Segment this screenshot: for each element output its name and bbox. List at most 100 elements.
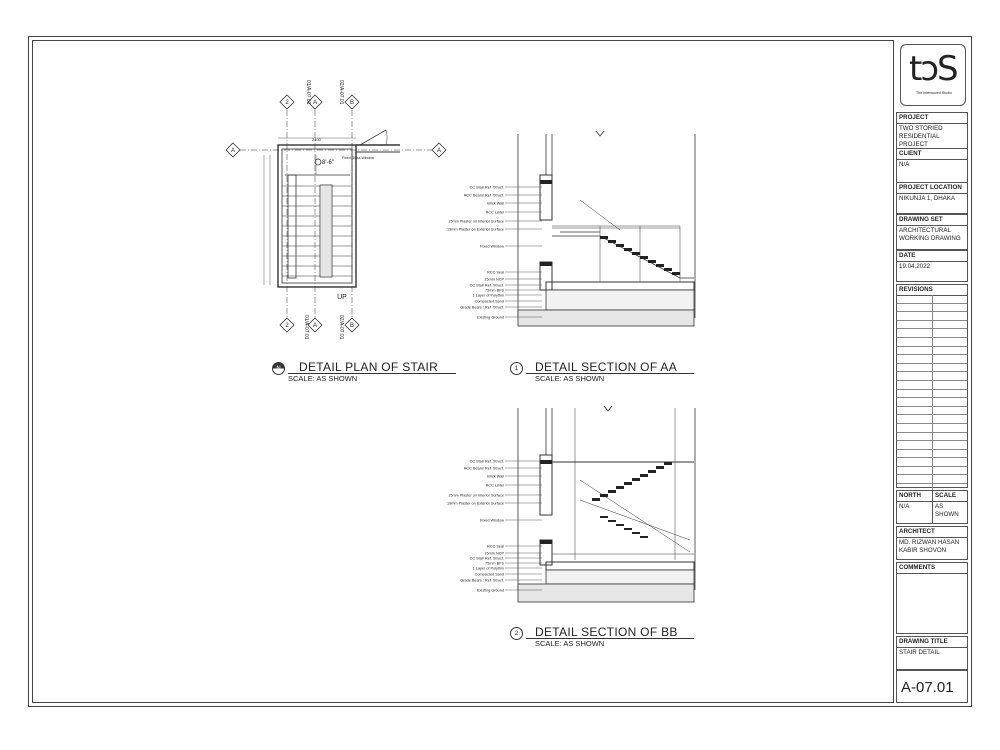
revision-row — [897, 346, 967, 356]
ref-bottom-1: 01/A-07.01 — [303, 315, 309, 340]
revision-row — [897, 329, 967, 338]
section-note: CC Stair Ref. Struct. — [470, 459, 504, 463]
comments-label: COMMENTS — [897, 563, 967, 574]
level-mark: 8'-6" — [322, 160, 334, 166]
revisions-box: REVISIONS — [896, 284, 968, 510]
stair-plan — [240, 110, 432, 318]
logo-mark: tↄS — [909, 49, 959, 89]
section-note: RCC Seal — [487, 270, 504, 274]
revision-row — [897, 458, 967, 467]
project-value: TWO STORIED RESIDENTIAL PROJECT — [899, 125, 943, 148]
grid-a-top: A — [313, 100, 317, 106]
revision-row — [897, 398, 967, 407]
revision-row — [897, 389, 967, 399]
drawing-area-border — [32, 40, 894, 703]
section-note: Grade Beam / Ref. Struct. — [460, 578, 504, 582]
section-note: 75mm BFS — [485, 561, 504, 565]
section-note: 19mm Plaster on Exterior Surface — [447, 501, 504, 505]
ref-top-1: 01/A-07.01 — [305, 80, 311, 105]
north-value: N/A — [899, 503, 910, 510]
grid-a-right: A — [437, 148, 441, 154]
section-bb-scale: SCALE: AS SHOWN — [535, 639, 605, 648]
section-note: CC Stair Ref. Struct. — [470, 185, 504, 189]
section-aa-treads — [540, 180, 680, 275]
grid-2-top: 2 — [285, 100, 289, 106]
title-block: PROJECT TWO STORIED RESIDENTIAL PROJECT … — [896, 40, 970, 703]
client-box: CLIENT N/A — [896, 148, 968, 184]
architect-value: MD. RIZWAN HASAN KABIR SHOVON — [899, 539, 960, 554]
location-box: PROJECT LOCATION NIKUNJA 1, DHAKA — [896, 182, 968, 214]
project-label: PROJECT — [897, 113, 967, 124]
revision-row — [897, 320, 967, 330]
grid-2-bottom: 2 — [285, 323, 289, 329]
sheet-border-outer — [28, 36, 972, 707]
grid-a-bottom: A — [313, 323, 317, 329]
revision-row — [897, 432, 967, 442]
grid-markers — [225, 94, 447, 333]
drawing-set-value: ARCHITECTURAL WORKING DRAWING — [899, 227, 961, 242]
section-note: 75mm BFS — [485, 288, 504, 292]
section-marker: 1 — [510, 362, 523, 375]
section-note: 15mm NCP — [484, 551, 504, 555]
scale-value: AS SHOWN — [935, 503, 959, 518]
section-note: 15mm Plaster on Interior Surface — [448, 219, 504, 223]
revision-row — [897, 355, 967, 364]
section-note: Existing Ground — [477, 588, 504, 592]
logo-subtitle: The Interwoved Studio — [916, 91, 952, 95]
revision-row — [897, 303, 967, 313]
drawing-set-label: DRAWING SET — [897, 215, 967, 226]
section-bb-title: DETAIL SECTION OF BB — [535, 625, 678, 639]
north-scale-box: NORTH N/A SCALE AS SHOWN — [896, 490, 968, 524]
section-note: Brick Wall — [487, 474, 504, 478]
revision-row — [897, 449, 967, 459]
drawing-title-value: STAIR DETAIL — [899, 649, 940, 656]
grid-b-bottom: B — [350, 323, 354, 329]
section-note: CC Stair Ref. Struct. — [470, 556, 504, 560]
ref-top-2: 02/A-07.01 — [338, 80, 344, 105]
client-value: N/A — [899, 161, 910, 168]
location-value: NIKUNJA 1, DHAKA — [899, 195, 956, 202]
architect-label: ARCHITECT — [897, 527, 967, 538]
revision-row — [897, 423, 967, 433]
section-note: RCC Seal — [487, 544, 504, 548]
section-note: 15mm Plaster on Interior Surface — [448, 493, 504, 497]
north-arrow-icon: N — [272, 362, 285, 375]
revision-row — [897, 372, 967, 381]
section-note: Compacted Sand — [475, 299, 504, 303]
revision-row — [897, 295, 967, 304]
location-label: PROJECT LOCATION — [897, 183, 967, 194]
section-note: RCC Beam/ Ref. Struct. — [464, 193, 504, 197]
north-label: NORTH — [897, 491, 932, 502]
revisions-table — [897, 295, 967, 510]
grid-b-top: B — [350, 100, 354, 106]
section-note: Fixed Window — [480, 244, 504, 248]
revision-row — [897, 475, 967, 485]
sheet-number: A-07.01 — [901, 679, 954, 696]
window-note: Fixed Glass Window — [342, 156, 374, 160]
section-note: RCC Lintel — [486, 210, 505, 214]
section-note: 1 Layer of Polythin — [473, 566, 504, 570]
section-note: Existing Ground — [477, 315, 504, 319]
up-label: UP — [337, 294, 347, 301]
revision-row — [897, 337, 967, 347]
plan-title: DETAIL PLAN OF STAIR — [299, 360, 439, 374]
section-note: Grade Beam / Ref. Struct. — [460, 305, 504, 309]
date-value: 19.04.2022 — [899, 263, 930, 270]
drawing-title-label: DRAWING TITLE — [897, 637, 967, 648]
section-aa-scale: SCALE: AS SHOWN — [535, 374, 605, 383]
section-note: 1 Layer of Polythin — [473, 293, 504, 297]
plan-scale: SCALE: AS SHOWN — [288, 374, 358, 383]
studio-logo: tↄS The Interwoved Studio — [900, 44, 966, 106]
section-note: CC Stair Ref. Struct. — [470, 283, 504, 287]
section-aa — [517, 130, 696, 327]
revision-row — [897, 312, 967, 321]
client-label: CLIENT — [897, 149, 967, 160]
section-note: RCC Lintel — [486, 483, 505, 487]
revision-row — [897, 466, 967, 476]
revision-row — [897, 363, 967, 373]
section-note: Fixed Window — [480, 518, 504, 522]
section-note: Compacted Sand — [475, 572, 504, 576]
section-note: RCC Beam/ Ref. Struct. — [464, 466, 504, 470]
section-note: 19mm Plaster on Exterior Surface — [447, 227, 504, 231]
